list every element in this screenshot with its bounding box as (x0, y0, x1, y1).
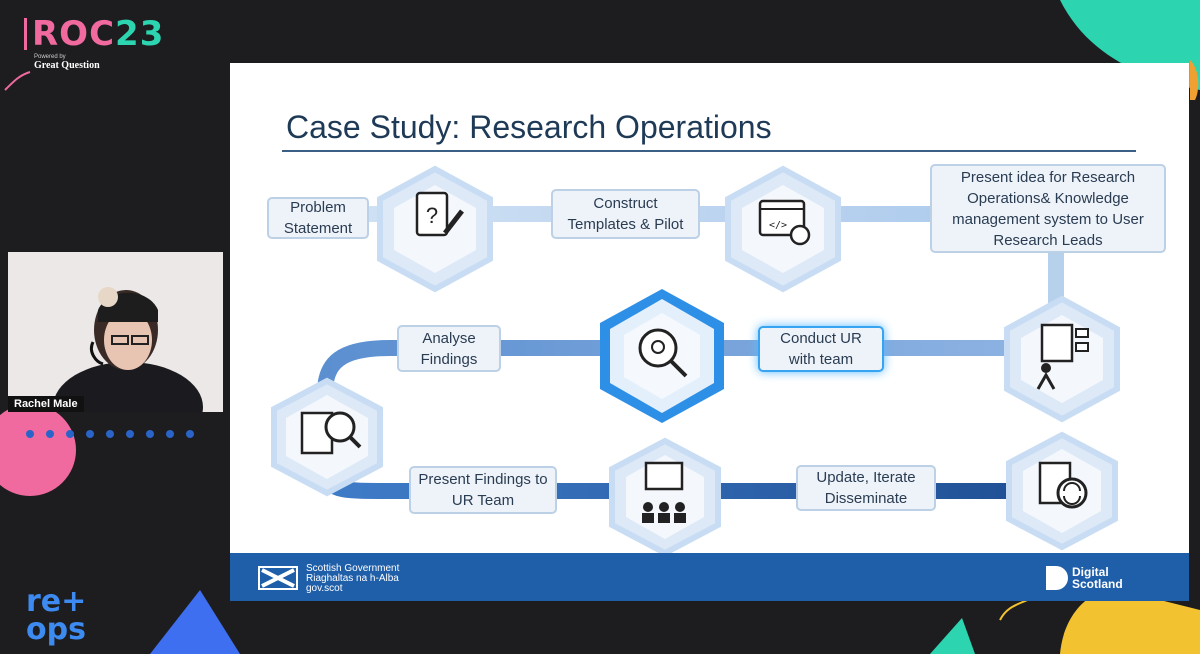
reops-line-1: re+ (26, 584, 87, 619)
reops-logo: re+ ops (26, 584, 87, 647)
hex-update-icon (1006, 431, 1118, 551)
saltire-icon (258, 566, 298, 590)
digital-line-1: Digital (1072, 565, 1109, 579)
title-underline (282, 150, 1136, 152)
svg-text:</>: </> (769, 220, 787, 231)
hex-analyse-icon (271, 377, 383, 497)
footer-line-2: Riaghaltas na h-Alba (306, 573, 399, 584)
step-present-idea: Present idea for Research Operations& Kn… (930, 164, 1166, 253)
step-present-findings: Present Findings to UR Team (409, 466, 557, 514)
process-flow: ? </> (271, 165, 1120, 553)
logo-bar (24, 18, 27, 50)
connector-down-1 (1048, 251, 1064, 311)
step-conduct-ur: Conduct UR with team (758, 326, 884, 372)
svg-text:?: ? (426, 203, 438, 228)
reops-line-2: ops (26, 612, 86, 647)
step-construct-templates: Construct Templates & Pilot (551, 189, 700, 239)
footer-line-3: gov.scot (306, 583, 343, 594)
roc23-logo: ROC23 Powered by Great Question (24, 14, 184, 71)
speaker-video (8, 252, 223, 412)
digital-scotland-logo: Digital Scotland (1046, 565, 1123, 591)
powered-by: Powered by (34, 54, 66, 60)
hex-research-leads-icon (1004, 295, 1120, 423)
digital-scotland-mark (1046, 566, 1068, 590)
logo-text: ROC23 (32, 14, 165, 54)
footer-line-1: Scottish Government (306, 563, 400, 574)
slide-footer: Scottish Government Riaghaltas na h-Alba… (230, 553, 1189, 601)
step-update-iterate: Update, Iterate Disseminate (796, 465, 936, 511)
speaker-avatar (8, 252, 223, 412)
hex-template-icon: </> (725, 165, 841, 293)
step-analyse-findings: Analyse Findings (397, 325, 501, 372)
hex-present-findings-icon (609, 437, 721, 553)
hex-conduct-icon (600, 289, 724, 423)
hex-problem-icon: ? (377, 165, 493, 293)
sponsor-name: Great Question (34, 60, 100, 71)
presentation-slide: Case Study: Research Operations ? </> (230, 63, 1189, 601)
speaker-name: Rachel Male (8, 396, 84, 412)
slide-title: Case Study: Research Operations (286, 109, 772, 145)
digital-line-2: Scotland (1072, 577, 1123, 591)
step-problem-statement: Problem Statement (267, 197, 369, 239)
connector-row-1 (360, 206, 1060, 222)
